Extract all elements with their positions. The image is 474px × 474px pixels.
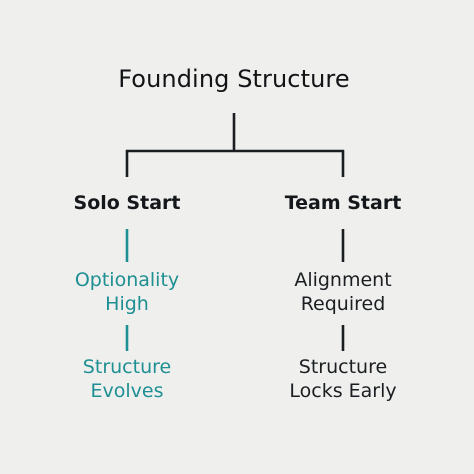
node-line: Required: [300, 293, 386, 315]
node-structure-locks-early: Structure Locks Early: [289, 355, 396, 403]
node-line: Optionality: [74, 269, 180, 291]
node-line: Locks Early: [289, 380, 397, 402]
node-line: High: [105, 293, 149, 315]
node-line: Evolves: [90, 380, 164, 402]
branch-title-team: Team Start: [284, 192, 402, 214]
branch-title-solo: Solo Start: [73, 192, 181, 214]
node-line: Structure: [298, 356, 388, 378]
node-line: Alignment: [294, 269, 392, 291]
node-optionality-high: Optionality High: [75, 268, 179, 316]
diagram-title: Founding Structure: [118, 65, 350, 93]
node-alignment-required: Alignment Required: [294, 268, 391, 316]
node-structure-evolves: Structure Evolves: [83, 355, 171, 403]
node-line: Structure: [82, 356, 172, 378]
